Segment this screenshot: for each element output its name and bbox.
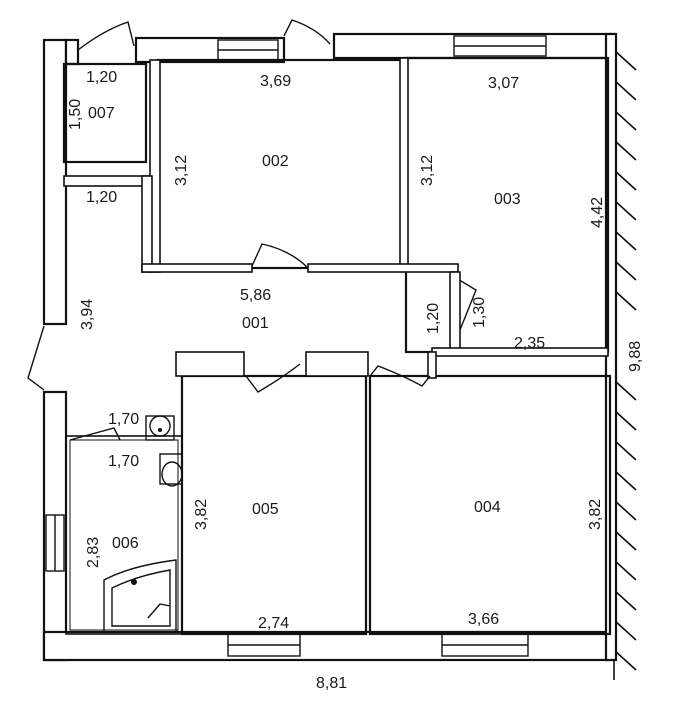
room-001-passage: 1,20 bbox=[425, 303, 442, 334]
room-002-label: 002 bbox=[262, 153, 289, 170]
room-007-depth: 1,50 bbox=[67, 99, 84, 130]
room-001-top-width: 1,20 bbox=[86, 189, 117, 206]
room-003-width: 3,07 bbox=[488, 75, 519, 92]
room-005-width: 2,74 bbox=[258, 615, 289, 632]
overall-depth: 9,88 bbox=[627, 341, 644, 372]
room-003-depth: 3,12 bbox=[419, 155, 436, 186]
overall-width: 8,81 bbox=[316, 675, 347, 692]
door-003 bbox=[455, 277, 477, 341]
door-002-top bbox=[283, 19, 331, 45]
corridor-001-walls bbox=[63, 175, 609, 357]
room-006-label: 006 bbox=[112, 535, 139, 552]
room-006-depth: 2,83 bbox=[85, 537, 102, 568]
room-005-label: 005 bbox=[252, 501, 279, 518]
room-006-width-upper: 1,70 bbox=[108, 411, 139, 428]
door-002-bottom bbox=[251, 243, 309, 269]
room-001-door-width: 1,30 bbox=[471, 297, 488, 328]
room-003-label: 003 bbox=[494, 191, 521, 208]
room-001-niche: 2,35 bbox=[514, 335, 545, 352]
room-007-width: 1,20 bbox=[86, 69, 117, 86]
room-004-label: 004 bbox=[474, 499, 501, 516]
entrance-door bbox=[27, 325, 45, 391]
room-005-depth: 3,82 bbox=[193, 499, 210, 530]
room-006-width-lower: 1,70 bbox=[108, 453, 139, 470]
room-004-width: 3,66 bbox=[468, 611, 499, 628]
door-007 bbox=[77, 21, 135, 51]
room-007-outline bbox=[62, 62, 148, 164]
room-004-depth: 3,82 bbox=[587, 499, 604, 530]
room-001-label: 001 bbox=[242, 315, 269, 332]
toilet-icon bbox=[159, 453, 183, 487]
room-006-outline bbox=[65, 427, 183, 635]
room-001-left-depth: 3,94 bbox=[79, 299, 96, 330]
door-004 bbox=[369, 365, 431, 387]
room-003-length: 4,42 bbox=[589, 197, 606, 228]
room-001-length: 5,86 bbox=[240, 287, 271, 304]
room-labels: 007 1,20 1,50 002 3,69 3,12 003 3,07 3,1… bbox=[67, 69, 644, 692]
room-007-label: 007 bbox=[88, 105, 115, 122]
room-002-depth: 3,12 bbox=[173, 155, 190, 186]
room-002-width: 3,69 bbox=[260, 73, 291, 90]
door-005 bbox=[245, 363, 301, 393]
room-004-outline bbox=[368, 374, 612, 636]
sink-icon bbox=[145, 415, 175, 441]
windows bbox=[45, 35, 547, 657]
shower-icon bbox=[103, 559, 177, 633]
